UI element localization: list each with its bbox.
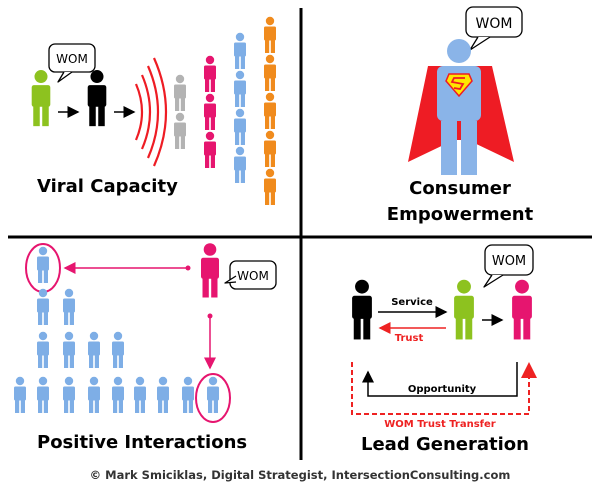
person-icon bbox=[112, 376, 124, 413]
positive-interactions-diagram: WOM bbox=[14, 243, 277, 423]
trust-label: Trust bbox=[395, 333, 424, 344]
opportunity-arrow bbox=[362, 362, 518, 397]
person-icon bbox=[204, 93, 216, 130]
person-icon bbox=[14, 376, 26, 413]
superhero-icon bbox=[408, 39, 514, 175]
title-line: Empowerment bbox=[386, 204, 534, 225]
person-icon bbox=[88, 331, 100, 368]
person-icon bbox=[174, 112, 186, 149]
broadcast-waves bbox=[134, 57, 168, 167]
person-icon bbox=[264, 54, 276, 91]
speech-bubble: WOM bbox=[48, 43, 96, 83]
person-icon bbox=[88, 376, 100, 413]
person-icon bbox=[234, 146, 246, 183]
person-icon bbox=[264, 92, 276, 129]
person-icon bbox=[63, 376, 75, 413]
lead-generation-diagram: WOM Service Trust Opportunity WOM Trust … bbox=[351, 244, 537, 430]
trust-transfer-arrow bbox=[351, 362, 537, 415]
orange-people bbox=[264, 16, 276, 205]
speech-bubble: WOM bbox=[483, 244, 534, 288]
person-icon bbox=[174, 74, 186, 111]
person-icon bbox=[157, 376, 169, 413]
person-icon bbox=[204, 55, 216, 92]
person-icon bbox=[37, 331, 49, 368]
person-icon bbox=[207, 376, 219, 413]
person-icon bbox=[134, 376, 146, 413]
person-icon bbox=[37, 376, 49, 413]
lead-generation-title: Lead Generation bbox=[361, 434, 529, 455]
bubble-text: WOM bbox=[56, 52, 88, 66]
viral-capacity-title: Viral Capacity bbox=[37, 176, 178, 197]
opportunity-label: Opportunity bbox=[408, 384, 477, 395]
person-icon bbox=[234, 32, 246, 69]
person-icon bbox=[454, 279, 474, 340]
title-line: Consumer bbox=[409, 178, 511, 199]
person-icon bbox=[37, 288, 49, 325]
person-icon bbox=[87, 70, 107, 127]
person-icon bbox=[264, 16, 276, 53]
person-icon bbox=[234, 108, 246, 145]
person-icon bbox=[37, 246, 49, 283]
positive-interactions-title: Positive Interactions bbox=[37, 432, 248, 453]
speech-bubble: WOM bbox=[465, 6, 523, 51]
person-icon bbox=[204, 131, 216, 168]
bubble-text: WOM bbox=[476, 16, 513, 32]
speech-bubble: WOM bbox=[224, 260, 277, 290]
person-icon bbox=[31, 70, 51, 127]
copyright-footer: © Mark Smiciklas, Digital Strategist, In… bbox=[89, 468, 511, 482]
person-icon bbox=[352, 279, 372, 340]
person-icon bbox=[264, 168, 276, 205]
trust-transfer-label: WOM Trust Transfer bbox=[384, 419, 496, 430]
person-icon bbox=[264, 130, 276, 167]
bubble-text: WOM bbox=[237, 269, 269, 283]
gray-people bbox=[174, 74, 186, 149]
pink-people bbox=[204, 55, 216, 168]
blue-people bbox=[14, 246, 219, 413]
person-icon bbox=[112, 331, 124, 368]
highlight-ring bbox=[195, 373, 231, 423]
person-icon bbox=[63, 288, 75, 325]
person-icon bbox=[182, 376, 194, 413]
service-label: Service bbox=[391, 297, 433, 308]
person-icon bbox=[63, 331, 75, 368]
person-icon bbox=[512, 279, 532, 340]
bubble-text: WOM bbox=[492, 254, 526, 269]
consumer-empowerment-title: Consumer Empowerment bbox=[380, 176, 540, 228]
person-icon bbox=[234, 70, 246, 107]
viral-capacity-diagram: WOM bbox=[31, 16, 276, 205]
person-icon bbox=[201, 243, 219, 298]
blue-people bbox=[234, 32, 246, 183]
consumer-empowerment-diagram: WOM bbox=[408, 6, 523, 175]
